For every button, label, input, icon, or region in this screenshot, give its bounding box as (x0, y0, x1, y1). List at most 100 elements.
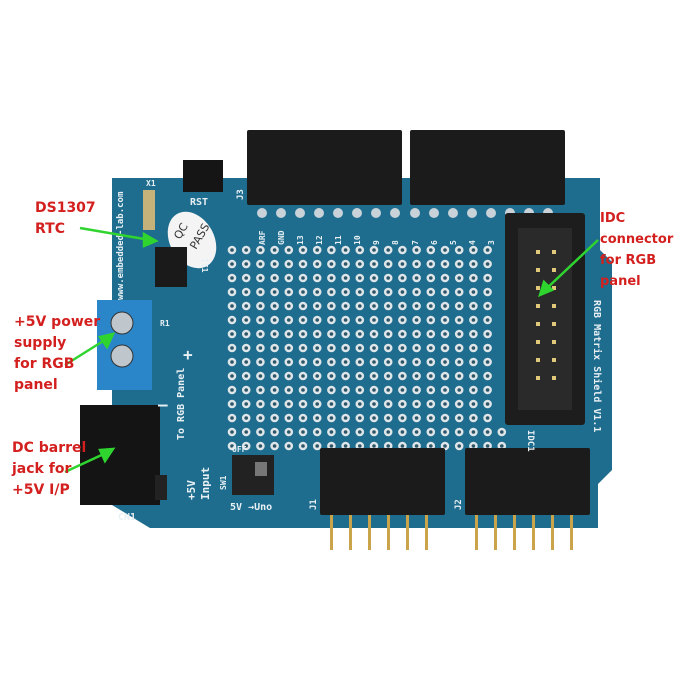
pin-label: 6 (430, 240, 439, 245)
terminal-screw (110, 344, 134, 368)
arrow-power (64, 336, 109, 367)
idc-pin (536, 286, 540, 290)
annotation-line: RTC (35, 221, 65, 237)
arrow-head (142, 231, 159, 248)
rst-label: RST (190, 197, 208, 208)
idc-pin (536, 304, 540, 308)
annotation-arrows (64, 226, 599, 474)
header-j3 (247, 130, 402, 205)
header-pin (349, 515, 352, 550)
pin-label: 12 (315, 235, 324, 245)
website-text: www.embedded-lab.com (116, 191, 126, 300)
header-pin (532, 515, 535, 550)
j1-label: J1 (309, 499, 319, 510)
reset-button (183, 160, 223, 192)
header-hole (486, 208, 496, 218)
idc-pin (552, 376, 556, 380)
pin-label: 4 (468, 240, 477, 245)
annotation-line: +5V power (14, 314, 101, 330)
j3-label: J3 (236, 189, 246, 200)
annotation-line: +5V I/P (12, 482, 70, 498)
pin-label: 8 (391, 240, 400, 245)
header-hole (257, 208, 267, 218)
pin-label: 10 (353, 235, 362, 245)
r1-label: R1 (160, 319, 170, 328)
header-pin (475, 515, 478, 550)
arrow-rtc (79, 226, 151, 242)
input-label: +5V (185, 480, 198, 500)
header-hole (314, 208, 324, 218)
idc-pin (536, 268, 540, 272)
header-hole (295, 208, 305, 218)
idc-pin (552, 358, 556, 362)
header-pin (387, 515, 390, 550)
ic1-label: IC1 (200, 258, 209, 273)
annotation-line: DS1307 (35, 200, 96, 216)
pin-label: 9 (372, 240, 381, 245)
pin-label: 3 (487, 240, 496, 245)
header-pin (570, 515, 573, 550)
annotation-rtc: DS1307 RTC (35, 198, 96, 240)
bottom-pins (330, 515, 573, 550)
annotation-line: DC barrel (12, 440, 87, 456)
idc-pin (536, 340, 540, 344)
header-pin (368, 515, 371, 550)
crystal (143, 190, 155, 230)
pin-label: 13 (296, 235, 305, 245)
idc-pin (536, 376, 540, 380)
terminal-screw (110, 311, 134, 335)
annotation-jack: DC barrel jack for +5V I/P (12, 438, 86, 501)
plus-label: + (183, 345, 193, 364)
annotation-line: jack for (12, 461, 72, 477)
idc-pin (552, 304, 556, 308)
switch-label: 5V →Uno (230, 502, 272, 513)
cn1-label: CN1 (118, 512, 136, 523)
x1-label: X1 (146, 179, 156, 188)
dc-jack (80, 405, 160, 505)
idc-pin (536, 322, 540, 326)
arrow-idc (544, 239, 599, 291)
header-hole (448, 208, 458, 218)
annotation-line: for RGB panel (600, 253, 657, 289)
board-title: RGB Matrix Shield V1.1 (591, 300, 603, 432)
idc-pin (552, 286, 556, 290)
annotation-line: panel (14, 377, 58, 393)
idc1-label: IDC1 (525, 430, 535, 452)
pin-label: ARF (258, 230, 267, 245)
header-pin (425, 515, 428, 550)
header-j2 (465, 448, 590, 515)
header-hole (390, 208, 400, 218)
header-j1 (320, 448, 445, 515)
to-rgb-panel-label: To RGB Panel (176, 368, 187, 440)
header-pin (406, 515, 409, 550)
annotation-line: supply (14, 335, 67, 351)
pin-label: 7 (411, 240, 420, 245)
header-hole (467, 208, 477, 218)
pin-label: GND (277, 230, 286, 245)
rtc-chip (155, 247, 187, 287)
arrow-head (98, 447, 116, 464)
input-label-2: Input (199, 467, 212, 500)
annotation-power: +5V power supply for RGB panel (14, 312, 100, 396)
off-label: OFF (232, 445, 247, 454)
header-pin (551, 515, 554, 550)
idc-pin (536, 358, 540, 362)
proto-grid (227, 245, 507, 451)
sw1-label: SW1 (219, 475, 228, 490)
arrow-head (97, 332, 116, 350)
annotation-line: for RGB (14, 356, 75, 372)
header-pin (330, 515, 333, 550)
idc-pin (536, 250, 540, 254)
header-j4 (410, 130, 565, 205)
idc-pin (552, 322, 556, 326)
header-hole (333, 208, 343, 218)
idc-pin (552, 340, 556, 344)
idc-pin (552, 268, 556, 272)
pin-label: 11 (334, 235, 343, 245)
header-hole (410, 208, 420, 218)
header-hole (352, 208, 362, 218)
header-hole (371, 208, 381, 218)
arrow-head (538, 279, 555, 298)
header-hole (276, 208, 286, 218)
header-pin (494, 515, 497, 550)
